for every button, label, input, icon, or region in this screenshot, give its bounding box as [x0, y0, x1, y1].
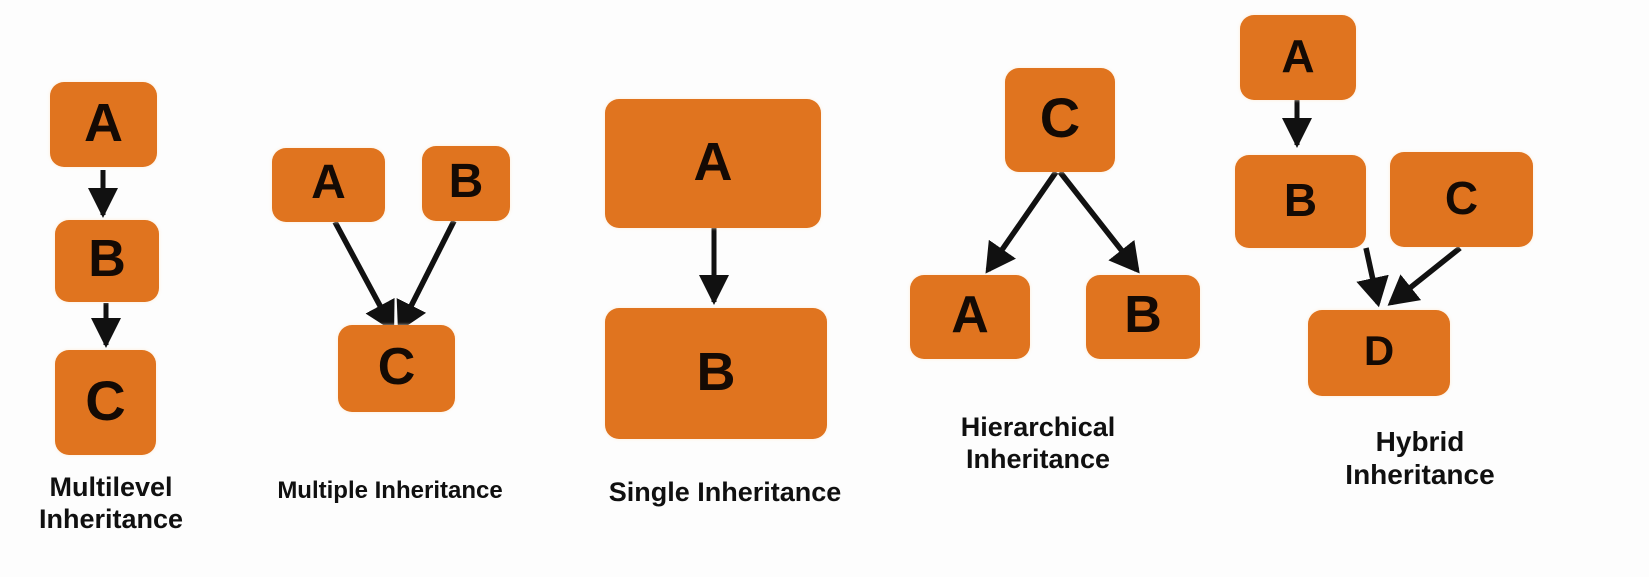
node-multilevel-c[interactable]: C — [55, 350, 156, 455]
caption-hybrid: Hybrid Inheritance — [1345, 426, 1495, 491]
node-label: A — [1281, 29, 1315, 82]
node-hybrid-d[interactable]: D — [1308, 310, 1450, 396]
node-label: C — [1444, 171, 1479, 224]
node-multilevel-b[interactable]: B — [55, 220, 159, 302]
node-label: A — [311, 156, 346, 209]
node-hierarchical-a[interactable]: A — [910, 275, 1030, 359]
node-multilevel-a[interactable]: A — [50, 82, 157, 167]
node-label: B — [1124, 286, 1162, 344]
node-label: A — [84, 92, 123, 153]
node-multiple-a[interactable]: A — [272, 148, 385, 222]
node-multiple-b[interactable]: B — [422, 146, 510, 221]
diagram-single: A B Single Inheritance — [560, 0, 890, 577]
caption-multilevel: Multilevel Inheritance — [38, 472, 184, 534]
caption-single: Single Inheritance — [608, 477, 842, 507]
node-hybrid-c[interactable]: C — [1390, 152, 1533, 247]
node-label: B — [88, 230, 126, 288]
diagram-multilevel: A B C Multilevel Inheritance — [0, 0, 230, 577]
node-label: C — [1039, 86, 1081, 149]
node-label: A — [693, 131, 733, 192]
node-hybrid-b[interactable]: B — [1235, 155, 1366, 248]
node-label: C — [85, 368, 126, 432]
node-label: A — [951, 286, 989, 344]
node-label: B — [1283, 173, 1318, 226]
diagram-hybrid: A B C D Hybrid Inheritance — [1220, 0, 1649, 577]
node-hybrid-a[interactable]: A — [1240, 15, 1356, 100]
node-label: B — [448, 154, 484, 208]
node-label: B — [696, 341, 736, 402]
node-multiple-c[interactable]: C — [338, 325, 455, 412]
node-label: C — [377, 337, 416, 396]
node-label: D — [1363, 327, 1395, 374]
node-single-a[interactable]: A — [605, 99, 821, 228]
diagram-multiple: A B C Multiple Inheritance — [230, 0, 560, 577]
diagram-hierarchical: C A B Hierarchical Inheritance — [890, 0, 1220, 577]
node-hierarchical-b[interactable]: B — [1086, 275, 1200, 359]
caption-multiple: Multiple Inheritance — [277, 477, 503, 504]
node-hierarchical-c[interactable]: C — [1005, 68, 1115, 172]
caption-hierarchical: Hierarchical Inheritance — [960, 412, 1116, 474]
node-single-b[interactable]: B — [605, 308, 827, 439]
